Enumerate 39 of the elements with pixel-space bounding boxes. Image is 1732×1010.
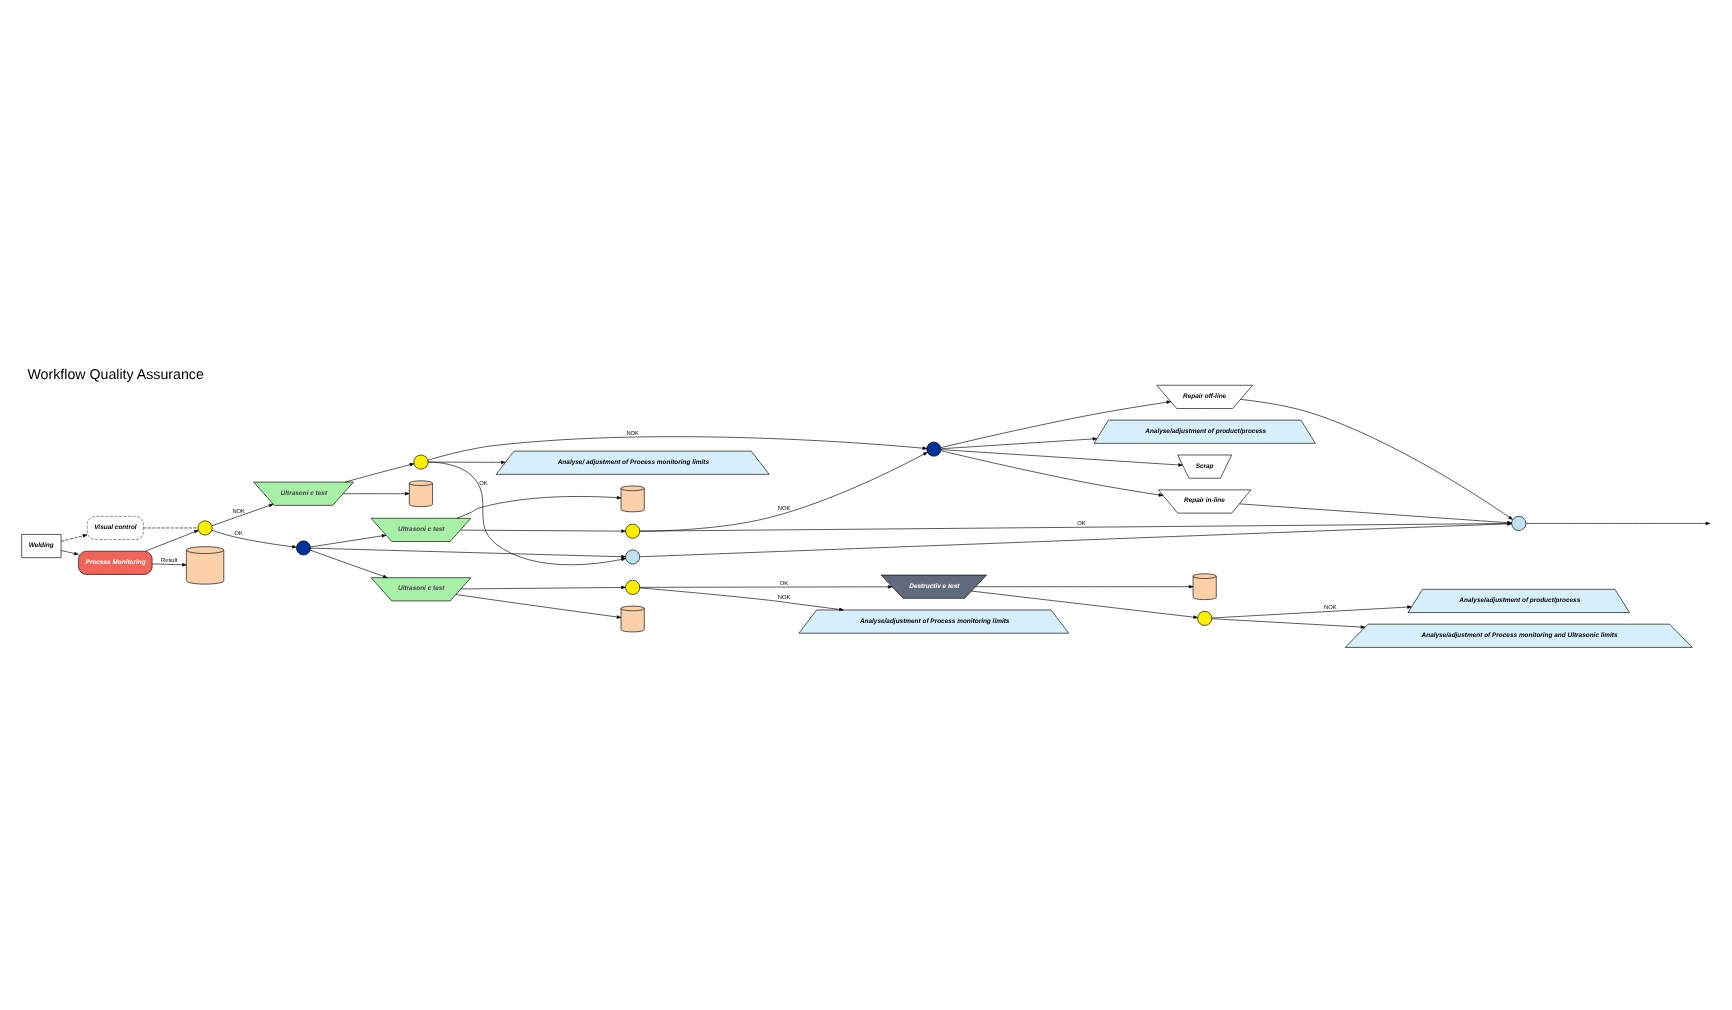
arrow bbox=[460, 528, 626, 532]
arrow bbox=[975, 584, 1194, 588]
arrow bbox=[344, 462, 415, 482]
arrow bbox=[427, 435, 928, 460]
arrow bbox=[60, 549, 79, 555]
arrow bbox=[1211, 617, 1366, 628]
arrow bbox=[1525, 520, 1711, 525]
node-circle bbox=[1197, 609, 1213, 625]
node-circle bbox=[625, 522, 641, 538]
arrow bbox=[940, 399, 1172, 447]
arrow bbox=[456, 495, 622, 518]
arrow bbox=[310, 546, 626, 558]
arrow bbox=[455, 593, 622, 618]
arrow bbox=[460, 584, 626, 589]
arrow bbox=[211, 502, 274, 526]
arrow bbox=[971, 589, 1198, 618]
node-circle bbox=[625, 578, 641, 594]
arrow bbox=[151, 562, 187, 566]
node-circle bbox=[926, 440, 942, 456]
arrow bbox=[211, 528, 297, 548]
arrow bbox=[145, 529, 199, 551]
node-circle bbox=[413, 453, 429, 469]
node-circle bbox=[197, 519, 213, 535]
arrow bbox=[1240, 398, 1513, 519]
node-circle bbox=[296, 539, 311, 555]
arrow bbox=[310, 548, 388, 577]
arrow bbox=[60, 533, 88, 541]
node-circle bbox=[625, 548, 641, 564]
arrow bbox=[1211, 604, 1412, 618]
arrow bbox=[342, 491, 410, 495]
arrow bbox=[940, 448, 1183, 466]
arrow bbox=[427, 459, 506, 463]
arrow bbox=[639, 586, 844, 611]
arrow bbox=[639, 584, 893, 588]
arrow bbox=[940, 436, 1098, 449]
arrow bbox=[427, 460, 626, 565]
arrow bbox=[940, 449, 1164, 496]
node-circle bbox=[1511, 515, 1527, 530]
arrow bbox=[310, 533, 387, 547]
